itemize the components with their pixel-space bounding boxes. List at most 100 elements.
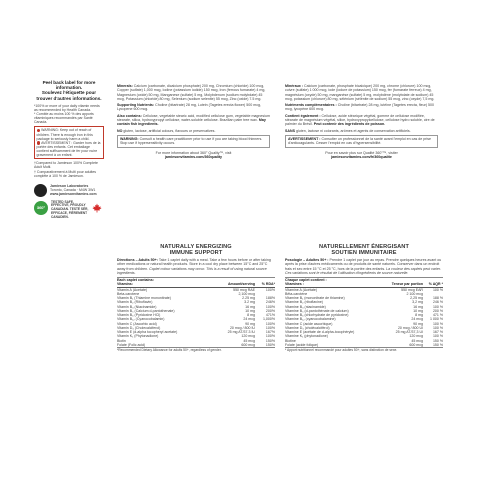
peel-panel: Peel back label for more information. So… bbox=[34, 80, 104, 219]
iron-warning-en: WARNING: Keep out of reach of children. … bbox=[36, 128, 93, 141]
nutrient-name: Vitamin B₂ (Riboflavin) bbox=[117, 300, 153, 305]
company-address: Toronto, Canada · M4W 3W1 bbox=[50, 187, 96, 192]
nutrient-amount: 2 100 mcg bbox=[406, 291, 423, 296]
nutrient-name: Vitamine B₂ (riboflavine) bbox=[285, 300, 323, 305]
nutrient-name: Vitamin B₅ (Calcium d-pantothenate) bbox=[117, 308, 175, 313]
company-website: www.jamiesonvitamins.com bbox=[50, 191, 97, 196]
nutrient-amount: 20 mcg / 800 IU bbox=[229, 325, 255, 330]
nutrient-name: Vitamine E (acétate de d-alpha-tocophéry… bbox=[285, 330, 355, 335]
nutrient-name: Vitamin D₃ (Cholecalciferol) bbox=[117, 325, 161, 330]
quality-badge-block: 360° TESTED SAFE, EFFECTIVE, PROUDLY CAN… bbox=[34, 200, 104, 219]
nutrient-rda: 150 % bbox=[432, 338, 443, 343]
rda-note-en: *100% or more of your daily vitamin need… bbox=[34, 103, 100, 112]
table-caption-fr: Chaque caplet contient : bbox=[285, 278, 327, 283]
table-row: Vitamin B₁ (Thiamine mononitrate)2.25 mg… bbox=[117, 296, 275, 300]
panel-heading-en-line2: IMMUNE SUPPORT bbox=[169, 250, 223, 256]
nutrient-rda: 100% bbox=[265, 334, 275, 339]
nutrient-name: Vitamine B₁₂ (cyanocobalamine) bbox=[285, 317, 336, 322]
nutrient-rda: 100% bbox=[265, 325, 275, 330]
nutrient-amount: 8 mg bbox=[415, 313, 423, 318]
nutrient-rda: 246 % bbox=[432, 300, 443, 305]
also-contains-fr: Contient également : Cellulose, acide st… bbox=[285, 113, 435, 127]
footnote-fr: * Apport nutritionnel recommandé pour ad… bbox=[285, 348, 398, 353]
nutrient-rda: 167 % bbox=[432, 330, 443, 335]
table-row: Vitamine D₃ (cholécalciférol)20 mcg / 80… bbox=[285, 326, 443, 330]
col-name-header: Vitamins: bbox=[117, 282, 211, 288]
maple-leaf-icon bbox=[92, 203, 102, 213]
nutrient-name: Vitamin B₁₂ (Cyanocobalamin) bbox=[117, 317, 165, 322]
nutrient-rda: 100% bbox=[265, 287, 275, 292]
nutrient-amount: 550 mcg EAR bbox=[401, 287, 423, 292]
nutrient-amount: 20 mcg / 800 UI bbox=[397, 325, 423, 330]
supporting-nutrients-fr: Nutriments complémentaires : Choline (bi… bbox=[285, 103, 435, 112]
nutrient-rda: 100 % bbox=[432, 287, 443, 292]
col-name-header: Vitamines : bbox=[285, 282, 380, 288]
quality-info-fr: Pour en savoir plus sur Qualité 360°™, v… bbox=[325, 150, 398, 155]
nutrient-rda: 200 % bbox=[432, 308, 443, 313]
nutrient-name: Vitamin B₃ (Niacinamide) bbox=[117, 304, 157, 309]
nutrient-amount: 120 mcg bbox=[409, 334, 423, 339]
nutrient-amount: 45 mcg bbox=[411, 338, 423, 343]
compared-note-en: †Compared to Jamieson 100% Complete Adul… bbox=[34, 161, 99, 170]
nutrient-name: Vitamin B₆ (Pyridoxine HCl) bbox=[117, 313, 161, 318]
360-quality-badge-icon: 360° bbox=[34, 200, 48, 215]
nutrient-name: Vitamine B₅ (d-pantothénate de calcium) bbox=[285, 308, 349, 313]
warning-icon bbox=[36, 128, 41, 133]
table-row: Vitamine E (acétate de d-alpha-tocophéry… bbox=[285, 330, 443, 334]
iron-warning-box: WARNING: Keep out of reach of children. … bbox=[34, 126, 104, 160]
nutrient-name: Biotin bbox=[117, 338, 126, 343]
nutrient-amount: 3,2 mg bbox=[412, 300, 423, 305]
vitamins-panel-en: NATURALLY ENERGIZING IMMUNE SUPPORT Dire… bbox=[117, 244, 275, 352]
nutrient-amount: 120 mcg bbox=[241, 334, 255, 339]
nutrient-amount: 2,25 mg bbox=[410, 296, 423, 301]
table-row: Vitamine B₆ (chlorhydrate de pyridoxine)… bbox=[285, 313, 443, 317]
nutrient-name: Vitamin B₁ (Thiamine mononitrate) bbox=[117, 296, 171, 301]
vitamins-table-en: Vitamins: Amount/serving % RDA* Vitamin … bbox=[117, 282, 275, 347]
nutrient-rda: 100 % bbox=[432, 325, 443, 330]
nutrient-amount: 24 mcg bbox=[411, 317, 423, 322]
panel-heading-en-line1: NATURALLY ENERGIZING bbox=[160, 244, 232, 250]
table-row: Vitamin E (d-alpha tocopheryl acetate)25… bbox=[117, 330, 275, 334]
panel-heading-fr-line2: SOUTIEN IMMUNITAIRE bbox=[331, 250, 397, 256]
compared-note-fr: † Comparativement à Multi pour adultes c… bbox=[34, 169, 97, 178]
nutrient-name: Biotine bbox=[285, 338, 296, 343]
table-rule-en bbox=[117, 277, 275, 279]
nutrient-name: Vitamine A (Acétate) bbox=[285, 287, 318, 292]
nutrient-name: Folate (Folic acid) bbox=[117, 342, 146, 347]
nutrient-rda: 100 % bbox=[432, 334, 443, 339]
nutrient-name: Beta-carotene bbox=[117, 291, 140, 296]
nutrient-amount: 16 mg bbox=[413, 304, 423, 309]
minerals-block-en: Minerals: Calcium (carbonate, dicalcium … bbox=[117, 84, 270, 160]
table-row: Vitamin B₅ (Calcium d-pantothenate)10 mg… bbox=[117, 309, 275, 313]
directions-en: Directions – Adults 50+: Take 1 caplet d… bbox=[117, 258, 271, 275]
quality-info-en: For more information about 360° Quality™… bbox=[155, 150, 232, 155]
nutrient-rda: 100 % bbox=[432, 321, 443, 326]
nutrient-amount: 16 mg bbox=[245, 304, 255, 309]
no-ingredients-fr: SANS gluten, lactose ni colorants, arôme… bbox=[285, 128, 411, 133]
nutrient-amount: 8 mg bbox=[247, 313, 255, 318]
supporting-nutrients-en: Supporting Nutrients: Choline (bitartrat… bbox=[117, 103, 262, 112]
nutrient-amount: 10 mg bbox=[413, 308, 423, 313]
col-amount-header: Amount/serving bbox=[210, 282, 255, 288]
nutrient-name: Vitamin E (d-alpha tocopheryl acetate) bbox=[117, 330, 178, 335]
col-rda-header: % RDA* bbox=[255, 282, 275, 288]
nutrient-rda: 188% bbox=[265, 296, 275, 301]
nutrient-rda: 1,000% bbox=[262, 317, 275, 322]
nutrient-rda: 100% bbox=[265, 304, 275, 309]
nutrient-amount: 90 mg bbox=[245, 321, 255, 326]
iron-warning-fr: AVERTISSEMENT : Garder hors de la portée… bbox=[36, 140, 101, 158]
table-row: Vitamin D₃ (Cholecalciferol) 20 mcg / 800… bbox=[117, 326, 275, 330]
col-amount-header: Teneur par portion bbox=[379, 282, 423, 288]
also-contains-en: Also contains: Cellulose, vegetable stea… bbox=[117, 113, 271, 127]
warning-box-fr: AVERTISSEMENT : Consulter un professionn… bbox=[285, 134, 438, 148]
warning-icon bbox=[36, 141, 41, 145]
quality-url-fr: jamiesonvitamins.com/fr/360qualite bbox=[331, 155, 392, 160]
nutrient-amount: 600 mcg bbox=[409, 342, 423, 347]
nutrient-rda: 150% bbox=[265, 342, 275, 347]
